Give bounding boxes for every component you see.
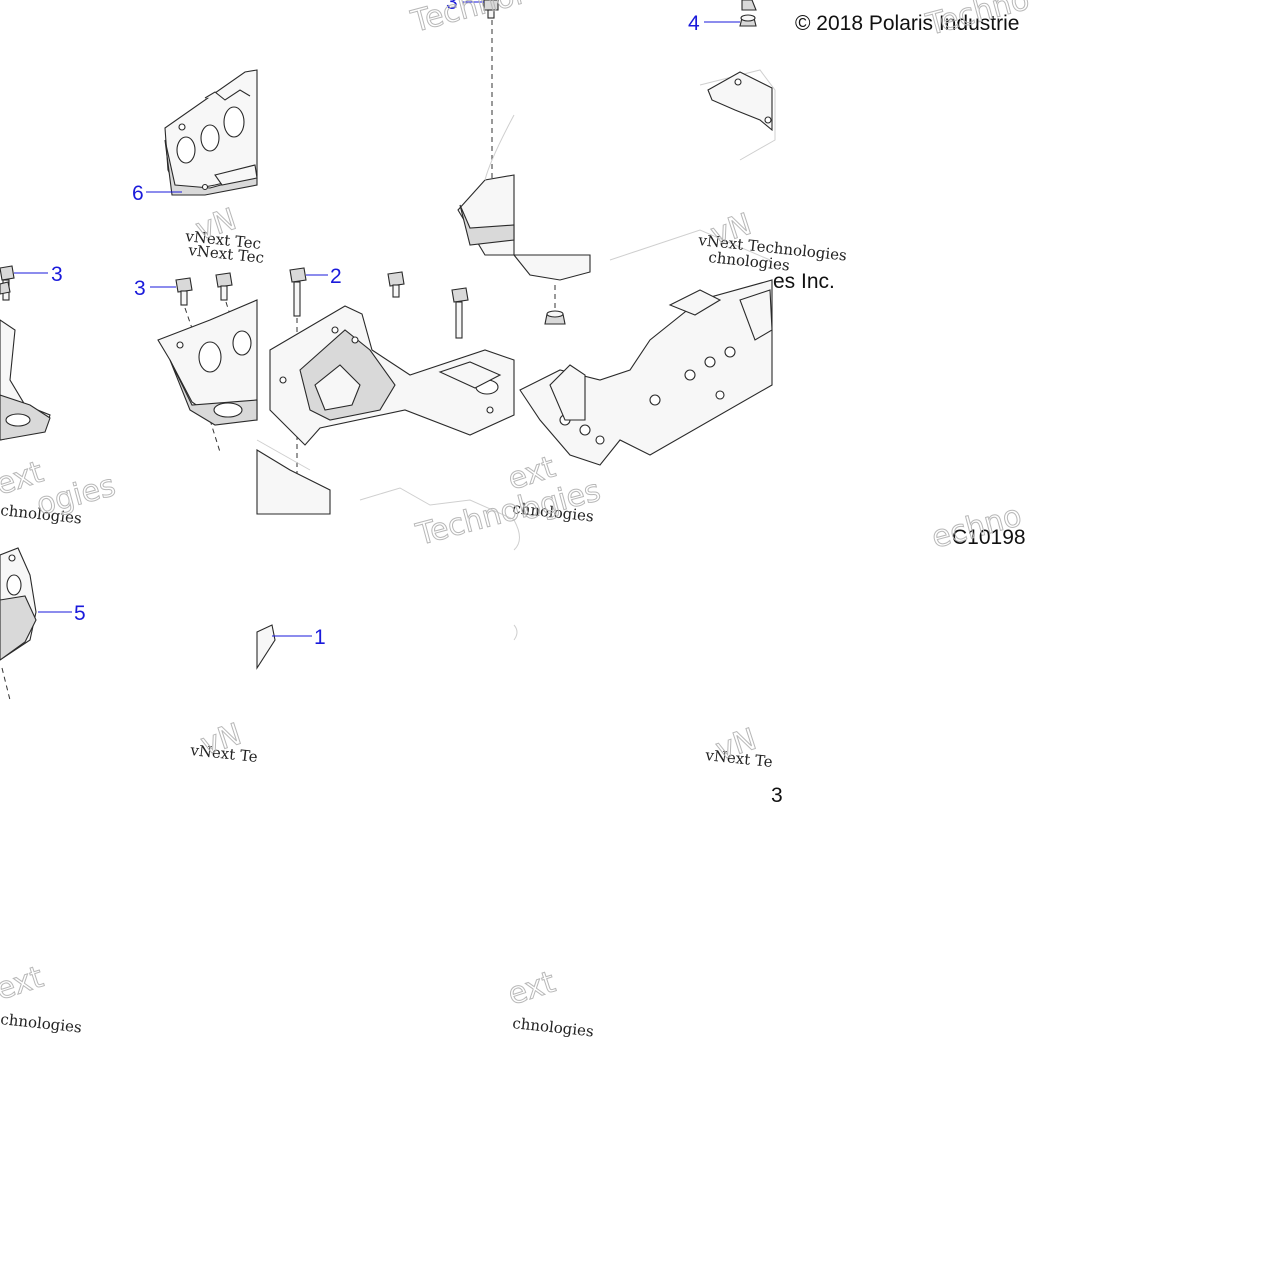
callout-5: 5	[74, 602, 86, 625]
main-mount-part-2	[269, 305, 515, 446]
bracket-part-5	[0, 547, 37, 661]
copyright-fragment: es Inc.	[773, 270, 835, 293]
frame-rail-lower	[256, 439, 331, 515]
watermark-outline: Technol	[412, 490, 531, 553]
bolt-pair-far-left	[0, 265, 15, 301]
bracket-upper-right-tile	[512, 254, 591, 281]
frame-mount-top	[457, 114, 515, 256]
callout-4: 4	[688, 12, 700, 35]
nut-part-4-lower	[544, 310, 566, 325]
frame-ghost-edge	[513, 624, 518, 641]
bolt-part-3-mid-a	[175, 277, 193, 306]
blank-area	[1030, 0, 1285, 1285]
bolt-part-2-long	[289, 267, 307, 317]
bracket-far-left	[0, 319, 51, 441]
frame-side-panel	[519, 279, 773, 466]
callout-1: 1	[314, 626, 326, 649]
watermark-text: chnologies	[512, 1014, 595, 1040]
plate-top-right	[707, 71, 773, 132]
watermark-outline: Technol	[922, 0, 1041, 43]
callout-2: 2	[330, 265, 342, 288]
bolt-part-3-mid-b	[215, 272, 233, 301]
diagram-code: C10198	[952, 526, 1026, 549]
frame-part-1	[256, 624, 276, 670]
callout-6: 6	[132, 182, 144, 205]
bolt-part-2-short	[387, 271, 405, 298]
watermark-outline: Technol	[407, 0, 526, 40]
frame-ghost-edge	[513, 519, 520, 551]
callout-3-mid: 3	[134, 277, 146, 300]
callout-3-top: 3	[446, 0, 458, 14]
bracket-part-3-assembly	[157, 299, 258, 426]
watermark-outline: ext	[504, 965, 560, 1013]
bolt-path-mid-c	[209, 419, 221, 453]
copyright-text: © 2018 Polaris Industrie	[795, 12, 1019, 35]
diagram-code-fragment: 3	[771, 784, 783, 807]
watermark-text: chnologies	[0, 1010, 83, 1036]
watermark-outline: ext	[0, 960, 48, 1008]
callout-3-left: 3	[51, 263, 63, 286]
bracket-part-6	[164, 69, 258, 196]
nut-part-4	[739, 0, 757, 27]
bolt-part-2-right	[451, 287, 469, 339]
bolt-path-5	[1, 667, 11, 701]
bolt-part-3-top	[483, 0, 499, 19]
